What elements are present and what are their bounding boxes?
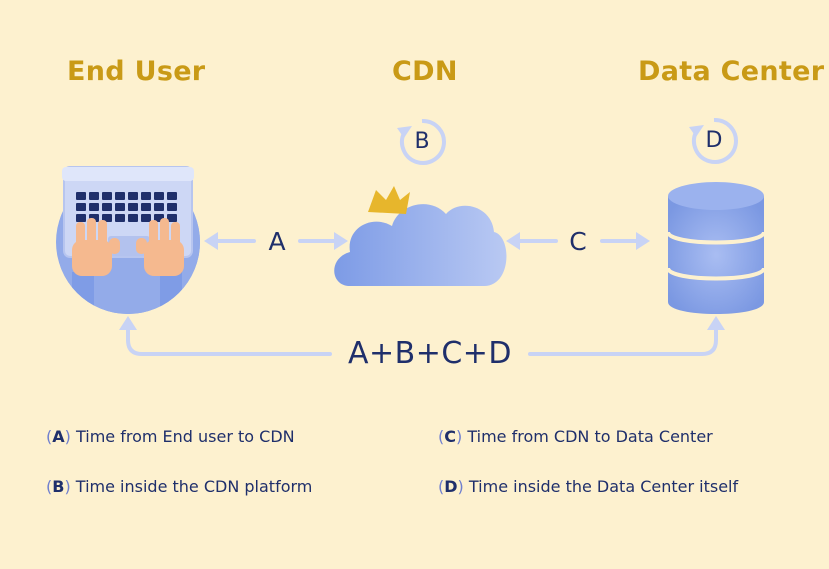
legend-key: C — [444, 427, 456, 446]
legend-paren-open: ( — [438, 477, 445, 496]
database-icon — [666, 182, 766, 314]
legend-paren-open: ( — [438, 427, 445, 446]
legend-paren-close: ) — [457, 477, 464, 496]
legend-paren-open: ( — [46, 477, 53, 496]
legend-text: Time inside the CDN platform — [75, 477, 313, 496]
arrow-label-a: A — [268, 227, 286, 256]
legend-text: Time inside the Data Center itself — [468, 477, 739, 496]
legend-key: D — [444, 477, 458, 496]
legend-paren-open: ( — [46, 427, 53, 446]
legend-paren-close: ) — [64, 427, 71, 446]
legend-paren-close: ) — [456, 427, 463, 446]
legend-text: Time from End user to CDN — [75, 427, 295, 446]
arrow-total-heads — [119, 316, 725, 330]
heading-end-user: End User — [67, 56, 206, 87]
legend-item-d: (D) Time inside the Data Center itself — [438, 477, 738, 496]
arrow-label-c: C — [569, 227, 587, 256]
arrow-c — [506, 232, 650, 250]
badge-cdn-letter: B — [414, 129, 430, 154]
legend-text: Time from CDN to Data Center — [467, 427, 713, 446]
laptop-hands-icon — [56, 166, 200, 314]
arrow-a — [204, 232, 348, 250]
arrow-label-total: A+B+C+D — [347, 336, 513, 371]
legend-key: B — [52, 477, 65, 496]
legend-key: A — [52, 427, 65, 446]
legend-item-b: (B) Time inside the CDN platform — [46, 477, 312, 496]
arrow-total — [126, 326, 718, 356]
badge-cdn: B — [399, 119, 445, 165]
badge-data-center-letter: D — [705, 128, 723, 153]
cloud-icon — [334, 204, 507, 286]
refresh-arrowheads — [397, 125, 704, 138]
crown-icon — [368, 186, 410, 214]
heading-data-center: Data Center — [638, 56, 825, 87]
badge-data-center: D — [691, 118, 737, 164]
heading-cdn: CDN — [392, 56, 458, 87]
refresh-badge-icon — [400, 117, 738, 165]
legend-item-a: (A) Time from End user to CDN — [46, 427, 295, 446]
legend-paren-close: ) — [64, 477, 71, 496]
legend-item-c: (C) Time from CDN to Data Center — [438, 427, 713, 446]
